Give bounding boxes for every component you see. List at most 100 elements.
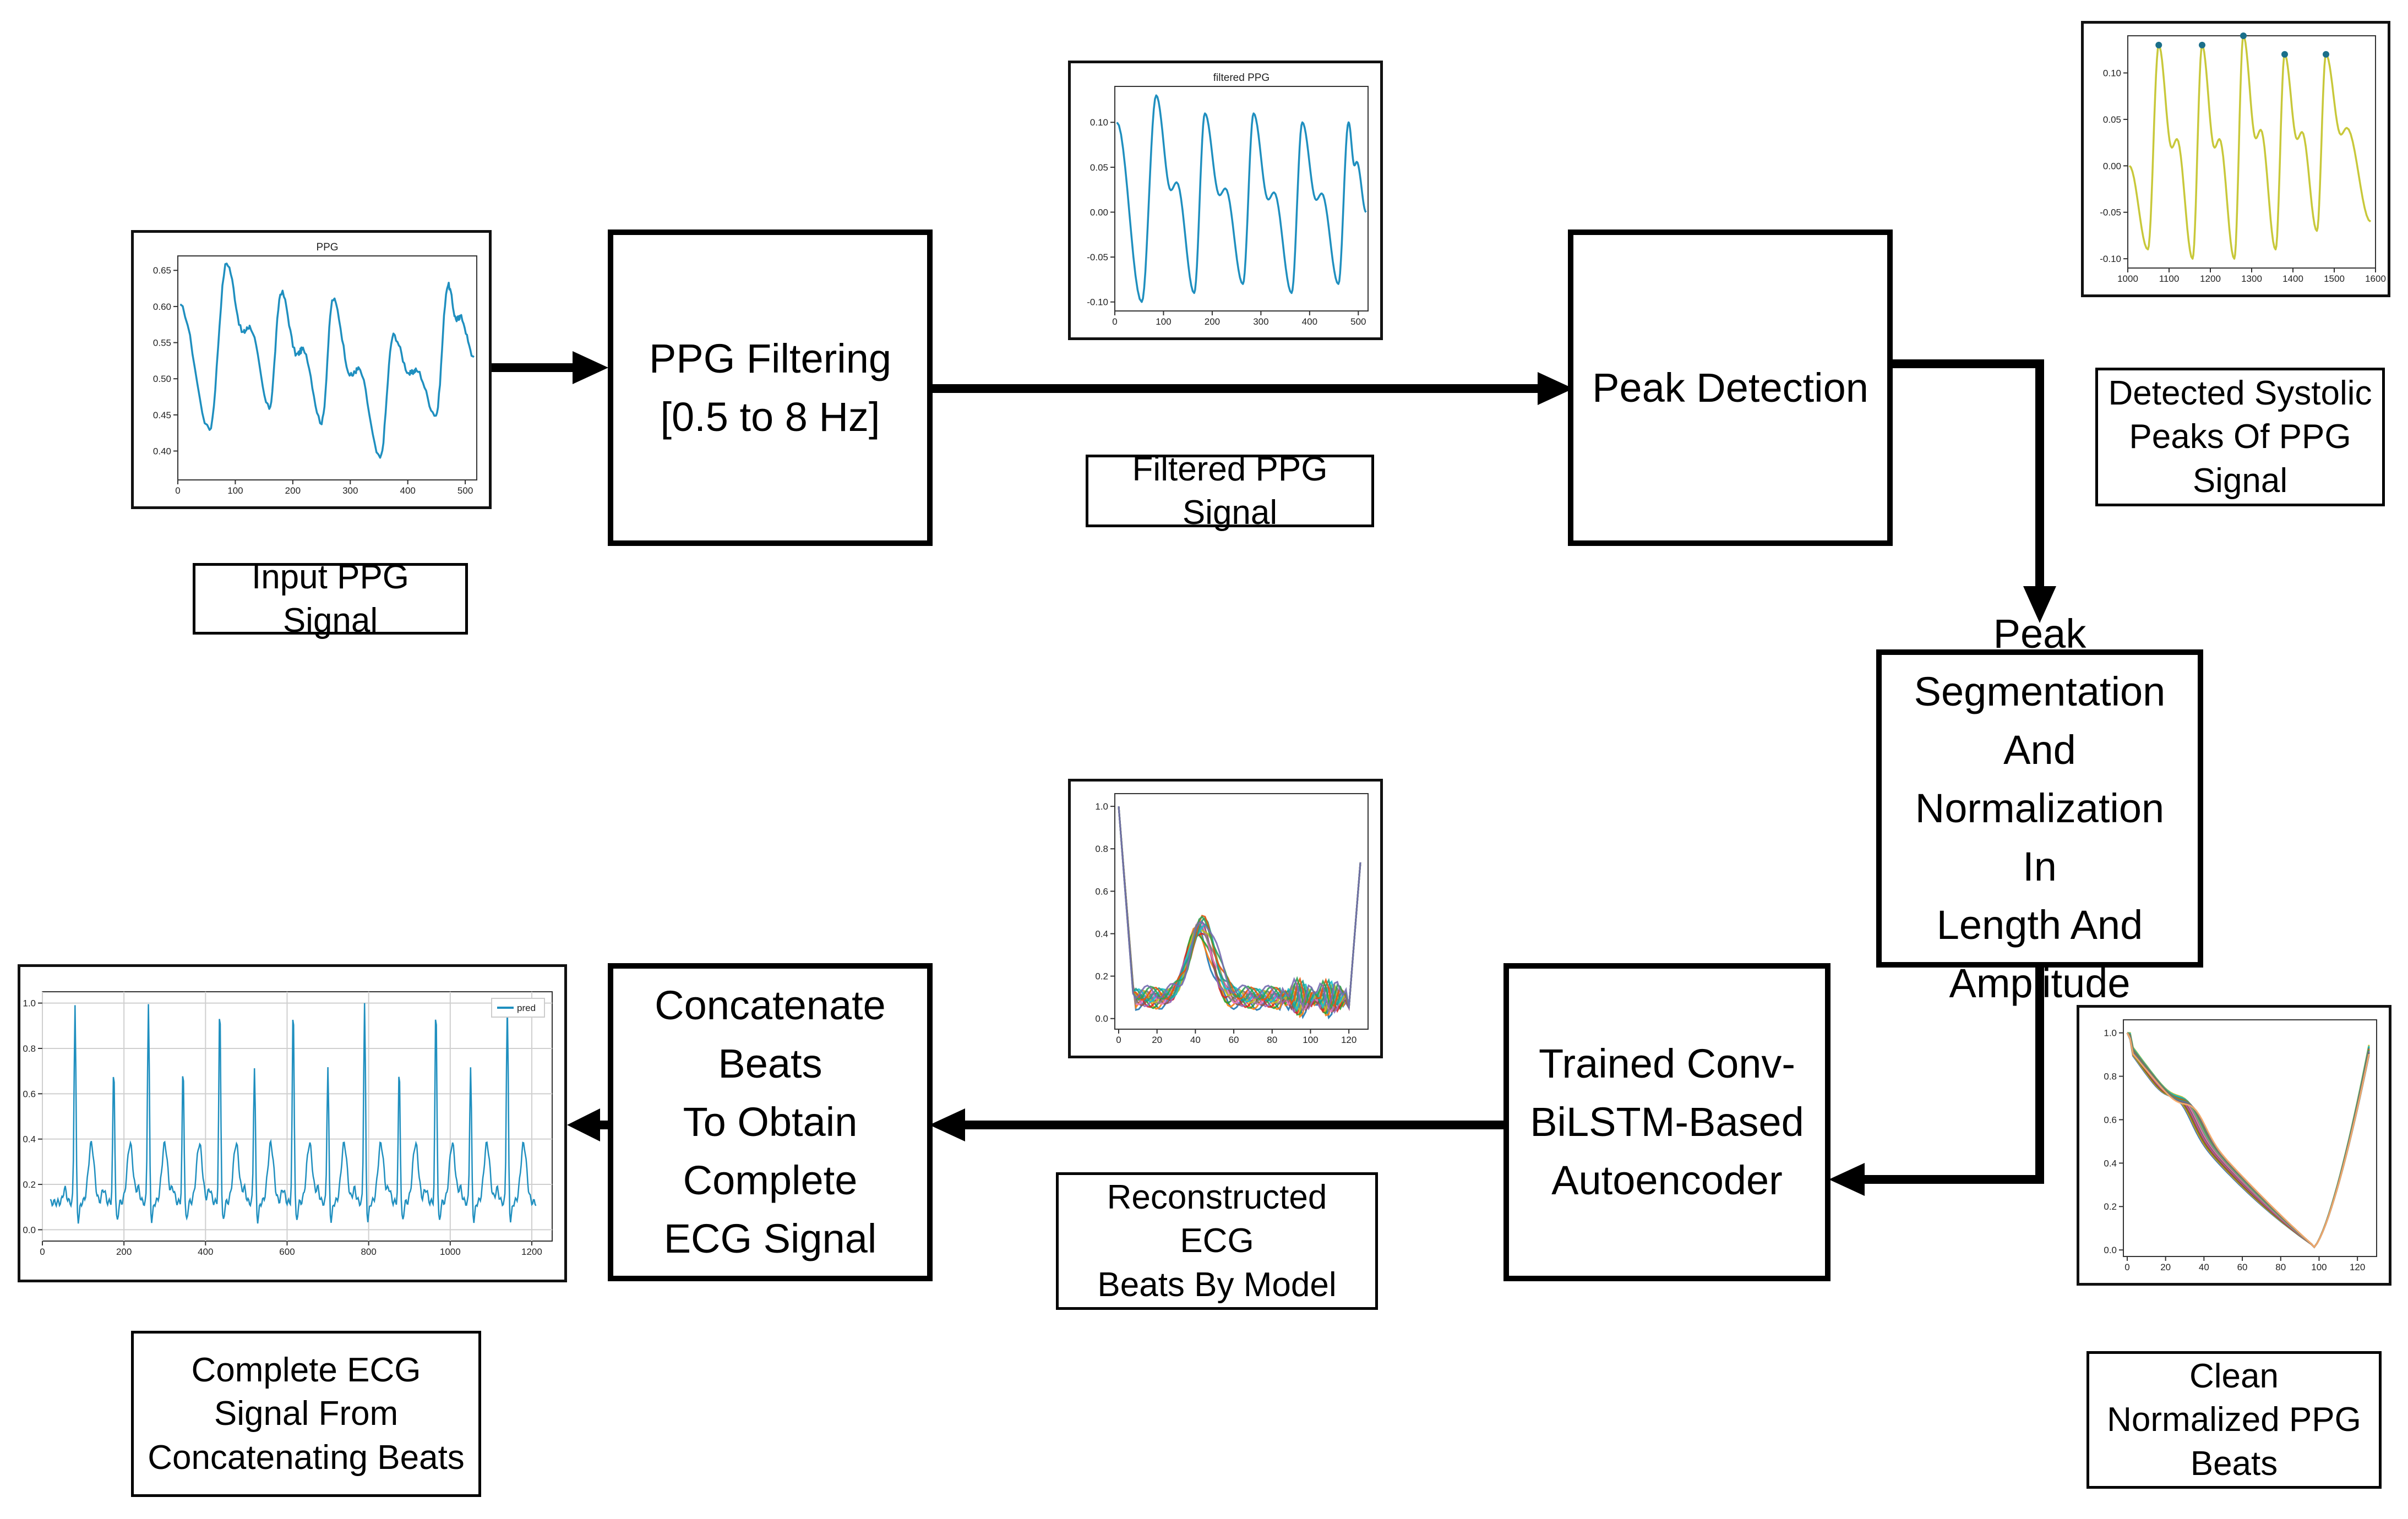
x-tick-label: 1000 [440, 1247, 461, 1257]
peak-segmentation-box: Peak Segmentation And Normalization In L… [1876, 611, 2203, 1006]
x-tick-label: 400 [198, 1247, 213, 1257]
beat-line [1118, 806, 1361, 1013]
y-tick-label: 0.6 [1095, 886, 1108, 897]
clean-beats-label: Clean Normalized PPG Beats [2086, 1351, 2382, 1489]
arrow-concatenate-to-ecg [567, 1108, 608, 1141]
y-tick-label: 0.2 [1095, 971, 1108, 982]
y-tick-label: 0.60 [153, 302, 171, 312]
plot-frame [2123, 1019, 2377, 1257]
beat-line [1118, 806, 1361, 1014]
beat-line [1118, 806, 1361, 1013]
y-tick-label: 0.05 [1090, 162, 1108, 173]
x-tick-label: 200 [116, 1247, 132, 1257]
plot-frame [177, 255, 477, 480]
y-tick-label: 0.4 [1095, 928, 1108, 939]
ppg-filtering-box: PPG Filtering [0.5 to 8 Hz] [608, 230, 933, 546]
y-tick-label: 0.6 [23, 1089, 36, 1099]
x-tick-label: 1300 [2241, 274, 2262, 284]
beat-line [2127, 1032, 2370, 1249]
x-tick-label: 600 [279, 1247, 295, 1257]
beat-line [2127, 1032, 2370, 1249]
x-tick-label: 60 [2237, 1262, 2248, 1272]
y-tick-label: 0.4 [2104, 1158, 2117, 1168]
filtered-ppg-label: Filtered PPG Signal [1086, 450, 1374, 532]
x-tick-label: 20 [1152, 1035, 1162, 1045]
y-tick-label: 1.0 [2104, 1028, 2117, 1039]
x-tick-label: 0 [175, 485, 180, 496]
x-tick-label: 800 [361, 1247, 376, 1257]
signal-line [1116, 94, 1367, 303]
y-tick-label: 0.55 [153, 337, 171, 348]
x-tick-label: 120 [1341, 1035, 1356, 1045]
y-tick-label: 0.4 [23, 1134, 36, 1145]
x-tick-label: 20 [2160, 1262, 2171, 1272]
beat-line [2126, 1032, 2370, 1249]
concatenate-beats-box: Concatenate Beats To Obtain Complete ECG… [608, 963, 933, 1281]
y-tick-label: -0.10 [1087, 297, 1108, 308]
y-tick-label: 0.0 [1095, 1014, 1108, 1024]
beat-line [2127, 1032, 2370, 1249]
y-tick-label: 0.10 [2103, 68, 2121, 78]
x-tick-label: 200 [1205, 316, 1220, 327]
x-tick-label: 300 [342, 485, 358, 496]
y-tick-label: 0.45 [153, 410, 171, 420]
beat-line [2126, 1032, 2370, 1249]
y-tick-label: 0.05 [2103, 114, 2121, 125]
x-tick-label: 1200 [521, 1247, 542, 1257]
arrow-peak-detection-to-segmentation [1892, 359, 2056, 623]
beat-line [1118, 806, 1361, 1012]
beat-line [2127, 1032, 2370, 1249]
reconstructed-beats-label: Reconstructed ECG Beats By Model [1056, 1172, 1378, 1310]
beat-line [1118, 806, 1361, 1013]
x-tick-label: 80 [1267, 1035, 1277, 1045]
plot-title: PPG [316, 242, 338, 253]
y-tick-label: -0.05 [2100, 207, 2121, 218]
x-tick-label: 40 [2199, 1262, 2209, 1272]
x-tick-label: 1400 [2282, 274, 2303, 284]
x-tick-label: 0 [1112, 316, 1117, 327]
beat-line [2126, 1032, 2370, 1249]
y-tick-label: 0.0 [23, 1225, 36, 1235]
x-tick-label: 80 [2275, 1262, 2286, 1272]
complete-ecg-label: Complete ECG Signal From Concatenating B… [131, 1331, 481, 1497]
x-tick-label: 1600 [2365, 274, 2386, 284]
y-tick-label: 0.2 [2104, 1201, 2117, 1212]
y-tick-label: 0.40 [153, 446, 171, 456]
x-tick-label: 100 [1156, 316, 1171, 327]
y-tick-label: 1.0 [23, 998, 36, 1009]
beat-line [2126, 1032, 2370, 1249]
x-tick-label: 300 [1253, 316, 1268, 327]
arrow-input-to-filtering [490, 351, 608, 384]
y-tick-label: 0.8 [23, 1043, 36, 1054]
arrow-autoencoder-to-concatenate [929, 1108, 1507, 1141]
y-tick-label: -0.05 [1087, 252, 1108, 263]
x-tick-label: 500 [457, 485, 473, 496]
x-tick-label: 400 [1302, 316, 1317, 327]
y-tick-label: -0.10 [2100, 254, 2121, 264]
signal-line [2128, 35, 2372, 260]
x-tick-label: 40 [1190, 1035, 1201, 1045]
legend: pred [491, 998, 545, 1018]
x-tick-label: 400 [400, 485, 416, 496]
x-tick-label: 0 [1116, 1035, 1121, 1045]
beat-line [2127, 1032, 2370, 1249]
plot-title: filtered PPG [1213, 72, 1270, 84]
plot-frame [1114, 86, 1369, 312]
beat-line [2127, 1032, 2370, 1249]
peak-marker [2240, 32, 2247, 39]
beat-line [2126, 1032, 2370, 1249]
